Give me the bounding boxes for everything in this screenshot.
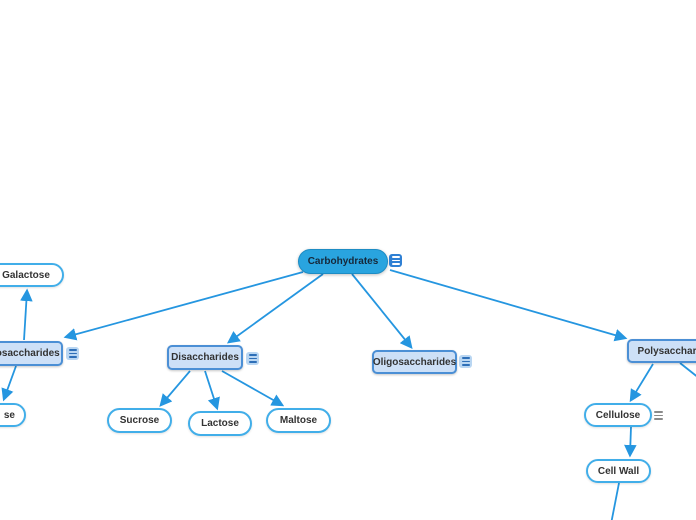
- topic-menu-icon[interactable]: [389, 254, 402, 267]
- topic-menu-icon[interactable]: [246, 352, 259, 365]
- menu-bar: [654, 411, 663, 413]
- edge-carbohydrates-disaccharides: [226, 273, 324, 344]
- menu-bar: [68, 356, 77, 358]
- edge-polysaccharides-offscreen: [679, 362, 696, 377]
- topic-menu-icon[interactable]: [652, 409, 665, 422]
- edge-polysaccharides-cellulose: [629, 363, 654, 403]
- edge-disaccharides-sucrose: [159, 370, 191, 407]
- menu-bar: [68, 349, 77, 351]
- menu-bar: [391, 256, 400, 258]
- edge-monosaccharides-galactose: [20, 288, 33, 341]
- edge-disaccharides-maltose: [221, 370, 285, 407]
- node-cell-wall[interactable]: Cell Wall: [586, 459, 651, 483]
- menu-bar: [68, 352, 77, 355]
- menu-bar: [654, 418, 663, 420]
- node-polysaccharides[interactable]: Polysaccharides: [627, 339, 696, 363]
- node-maltose[interactable]: Maltose: [266, 408, 331, 433]
- menu-bar: [248, 361, 257, 363]
- menu-bar: [461, 360, 470, 363]
- edge-carbohydrates-polysaccharides: [389, 269, 628, 342]
- topic-menu-icon[interactable]: [66, 347, 79, 360]
- menu-bar: [248, 357, 257, 360]
- menu-bar: [391, 263, 400, 265]
- node-disaccharides[interactable]: Disaccharides: [167, 345, 243, 370]
- edge-cellwall-offscreen: [610, 482, 620, 520]
- node-sucrose[interactable]: Sucrose: [107, 408, 172, 433]
- node-cellulose[interactable]: Cellulose: [584, 403, 652, 427]
- node-lactose[interactable]: Lactose: [188, 411, 252, 436]
- node-monosaccharides[interactable]: Monosaccharides: [0, 341, 63, 366]
- menu-bar: [461, 357, 470, 359]
- topic-menu-icon[interactable]: [459, 355, 472, 368]
- edge-carbohydrates-oligosaccharides: [351, 273, 413, 349]
- node-galactose[interactable]: Galactose: [0, 263, 64, 287]
- edge-monosaccharides-partial: [1, 365, 17, 402]
- node-partial-se[interactable]: se: [0, 403, 26, 427]
- menu-bar: [248, 354, 257, 356]
- menu-bar: [391, 259, 400, 262]
- node-oligosaccharides[interactable]: Oligosaccharides: [372, 350, 457, 374]
- edge-carbohydrates-monosaccharides: [63, 271, 304, 341]
- node-carbohydrates[interactable]: Carbohydrates: [298, 249, 388, 274]
- menu-bar: [654, 414, 663, 417]
- edge-cellulose-cellwall: [624, 426, 637, 458]
- edge-disaccharides-lactose: [204, 370, 220, 411]
- menu-bar: [461, 364, 470, 366]
